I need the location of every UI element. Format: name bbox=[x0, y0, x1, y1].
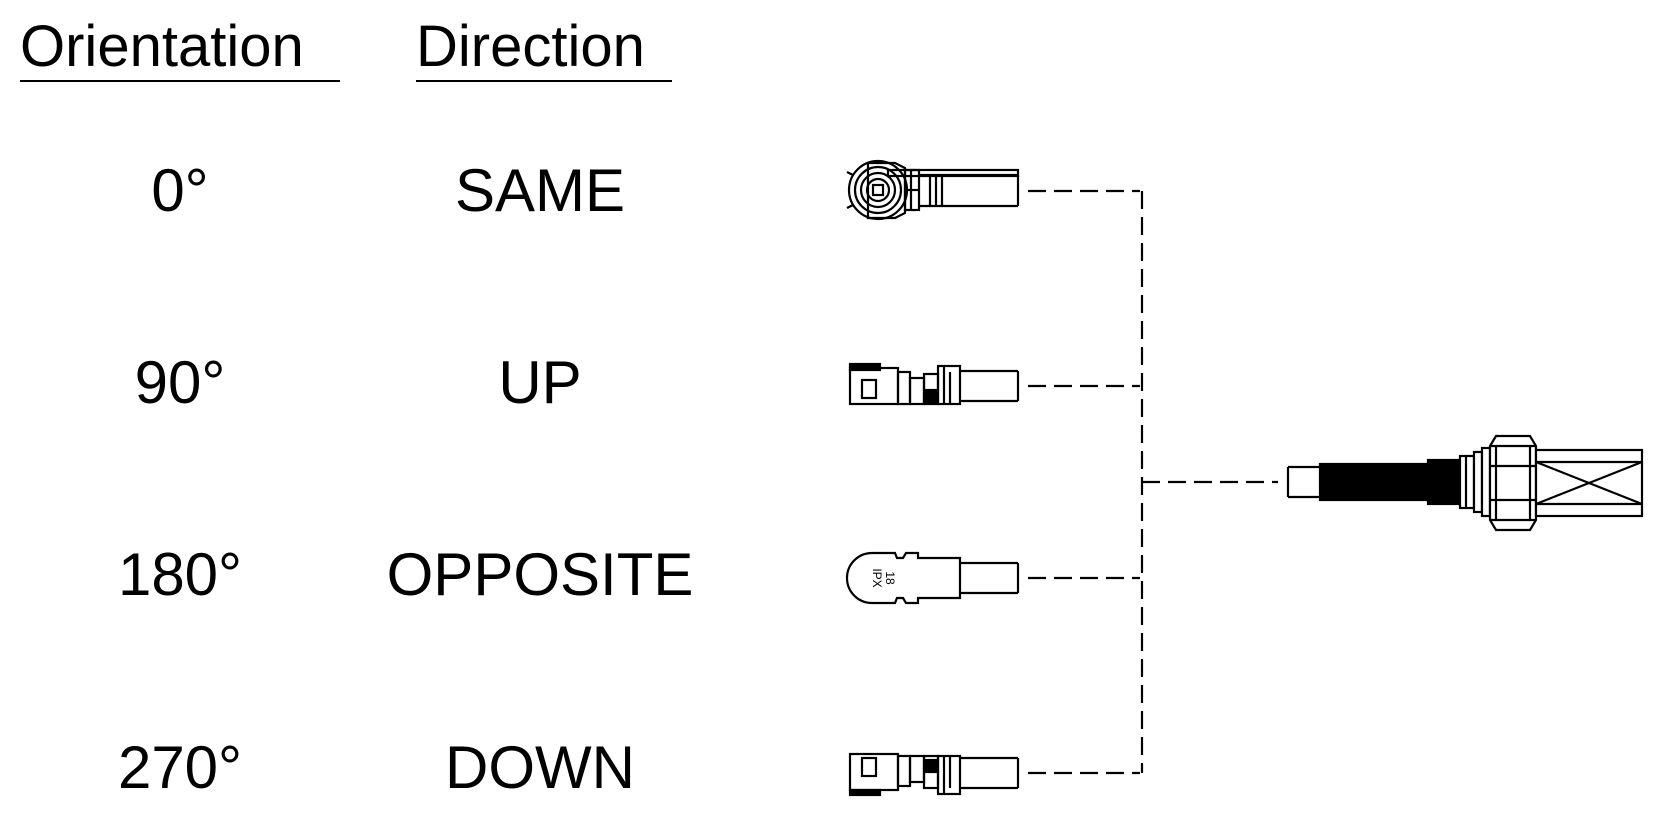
connector-marking-ipx: IPX bbox=[870, 568, 884, 587]
leader-lines bbox=[1028, 189, 1278, 775]
connector-up-icon bbox=[848, 362, 1020, 406]
direction-value-2: OPPOSITE bbox=[386, 541, 694, 608]
connector-opposite-icon: 18 IPX bbox=[845, 551, 1020, 605]
direction-header-underline bbox=[416, 80, 672, 82]
orientation-value-1: 90° bbox=[134, 349, 226, 416]
orientation-value-3: 270° bbox=[117, 734, 243, 801]
orientation-header-underline bbox=[20, 80, 340, 82]
connector-down-icon bbox=[848, 752, 1020, 797]
sma-connector-icon bbox=[1286, 434, 1644, 532]
orientation-value-0: 0° bbox=[151, 157, 209, 224]
direction-header: Direction bbox=[416, 14, 645, 79]
orientation-header: Orientation bbox=[20, 14, 304, 79]
direction-value-3: DOWN bbox=[445, 734, 635, 801]
direction-value-1: UP bbox=[498, 349, 582, 416]
connector-marking-18: 18 bbox=[883, 571, 897, 585]
orientation-value-2: 180° bbox=[117, 541, 243, 608]
direction-value-0: SAME bbox=[454, 157, 626, 224]
connector-same-icon bbox=[846, 159, 1020, 221]
